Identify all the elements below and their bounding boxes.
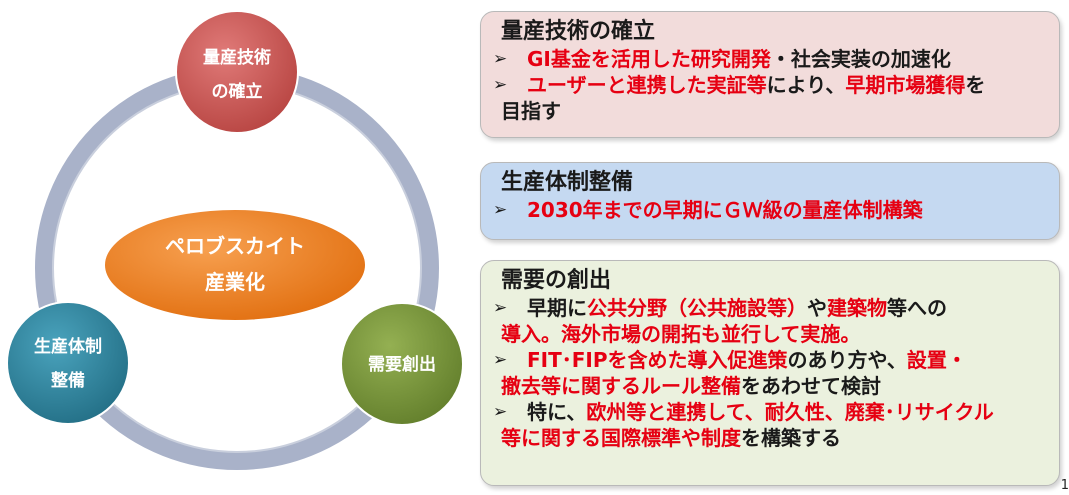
panel-1-b1-s1: GI基金を活用した研究開発 [527, 47, 771, 71]
page-number: 1 [1060, 478, 1069, 493]
node-center: ペロブスカイト 産業化 [103, 208, 367, 322]
panel-3-bullet-2: ➢ FIT･FIPを含めた導入促進策のあり方や、設置・ [493, 347, 1045, 373]
panel-3-bullet-3: ➢ 特に、欧州等と連携して、耐久性、廃棄･リサイクル [493, 399, 1045, 425]
bullet-arrow-icon: ➢ [493, 298, 508, 318]
panel-production-system: 生産体制整備 ➢ 2030年までの早期にＧＷ級の量産体制構築 [480, 162, 1060, 240]
bullet-arrow-icon: ➢ [493, 402, 508, 422]
bullet-arrow-icon: ➢ [493, 350, 508, 370]
panel-3-b2-c2: をあわせて検討 [741, 374, 881, 398]
bullet-arrow-icon: ➢ [493, 200, 508, 220]
panel-1-b2-s1: ユーザーと連携した実証等 [527, 73, 767, 97]
panel-3-b1-s1: 早期に [527, 296, 587, 320]
panel-1-b2-s2: により、 [766, 73, 846, 97]
panel-1-bullet-1: ➢ GI基金を活用した研究開発・社会実装の加速化 [493, 46, 1045, 72]
panel-3-b3-s1: 特に、 [527, 400, 587, 424]
node-top-line2: の確立 [212, 81, 263, 102]
node-right: 需要創出 [340, 302, 464, 426]
panel-1-b1-s2: ・社会実装の加速化 [770, 47, 951, 71]
panel-1-b2-s3: 早期市場獲得 [845, 73, 966, 97]
node-center-line2: 産業化 [205, 270, 265, 294]
panel-3-bullet-1: ➢ 早期に公共分野（公共施設等）や建築物等への [493, 295, 1045, 321]
panel-2-b1-s1: 2030年までの早期にＧＷ級の量産体制構築 [527, 198, 923, 222]
panel-3-b2-c1: 撤去等に関するルール整備 [501, 374, 741, 398]
node-top: 量産技術 の確立 [175, 10, 299, 134]
panel-3-b3-s2: 欧州等と連携して、耐久性、廃棄･リサイクル [586, 400, 994, 424]
bullet-arrow-icon: ➢ [493, 49, 508, 69]
node-left-line1: 生産体制 [34, 336, 102, 357]
panel-1-bullet-2: ➢ ユーザーと連携した実証等により、早期市場獲得を [493, 72, 1045, 98]
node-right-line1: 需要創出 [368, 354, 436, 375]
panel-mass-production-technology: 量産技術の確立 ➢ GI基金を活用した研究開発・社会実装の加速化 ➢ ユーザーと… [480, 11, 1060, 138]
panel-3-b1-cont: 導入。海外市場の開拓も並行して実施。 [501, 322, 861, 346]
panel-3-b1-s3: や [807, 296, 827, 320]
cycle-diagram: 量産技術 の確立 ペロブスカイト 産業化 生産体制 整備 需要創出 [6, 10, 464, 470]
bullet-arrow-icon: ➢ [493, 75, 508, 95]
panel-3-title: 需要の創出 [501, 268, 612, 293]
panel-1-b2-s4: を [965, 73, 986, 97]
panel-3-b1-s2: 公共分野（公共施設等） [587, 296, 807, 320]
panel-3-b1-s5: 等への [887, 296, 947, 320]
panel-2-title: 生産体制整備 [501, 170, 634, 195]
panel-1-title: 量産技術の確立 [501, 19, 656, 44]
node-left: 生産体制 整備 [6, 301, 130, 425]
panel-3-b1-s4: 建築物 [827, 296, 887, 320]
panel-2-bullet-1: ➢ 2030年までの早期にＧＷ級の量産体制構築 [493, 197, 1045, 223]
panel-3-b3-c2: を構築する [741, 426, 841, 450]
panel-3-b2-s3: 設置・ [906, 348, 967, 372]
node-center-line1: ペロブスカイト [165, 234, 305, 258]
panel-demand-creation: 需要の創出 ➢ 早期に公共分野（公共施設等）や建築物等への 導入。海外市場の開拓… [480, 260, 1060, 486]
panel-3-b3-c1: 等に関する国際標準や制度 [501, 426, 741, 450]
node-left-line2: 整備 [51, 370, 85, 391]
node-top-line1: 量産技術 [203, 47, 271, 68]
panel-1-b2-cont: 目指す [501, 99, 561, 123]
panel-3-b2-s2: のあり方や、 [787, 348, 907, 372]
panel-3-b2-s1: FIT･FIPを含めた導入促進策 [527, 348, 788, 372]
